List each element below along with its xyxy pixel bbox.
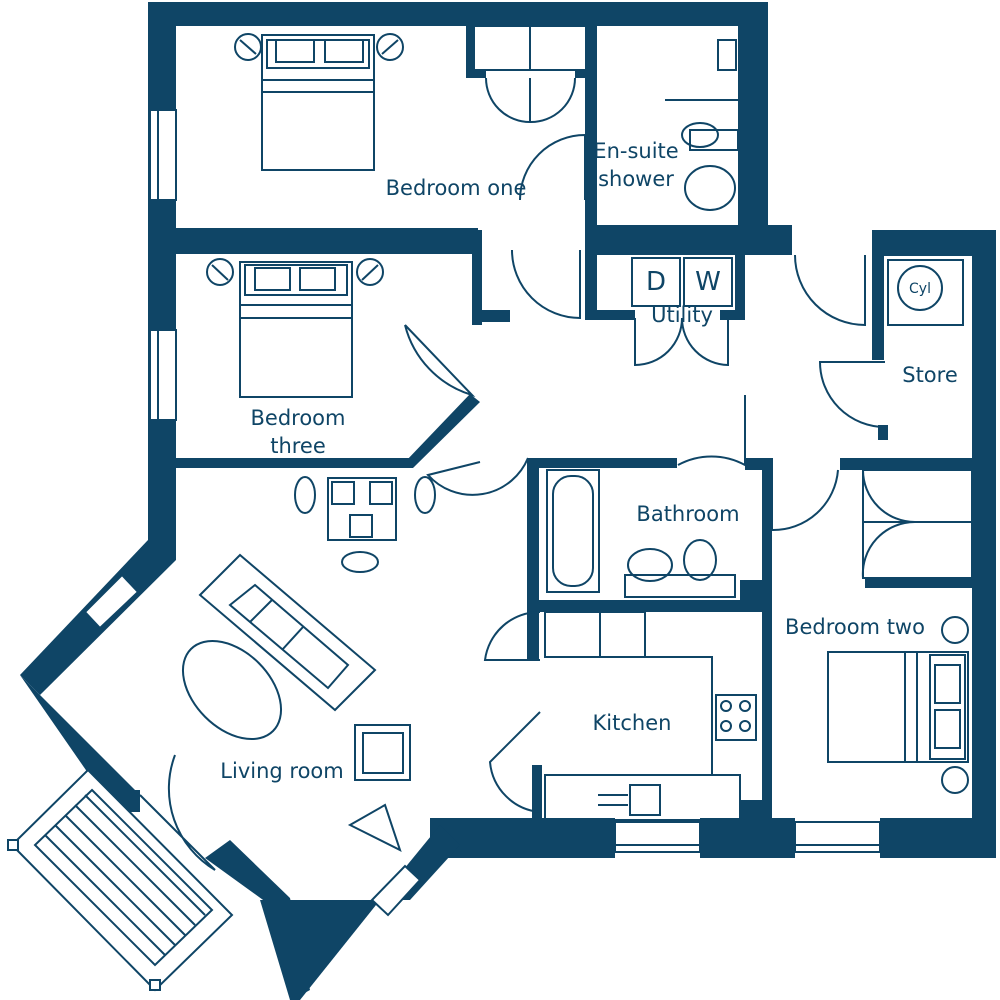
lamp-icon	[234, 33, 262, 61]
cylinder-label: Cyl	[909, 281, 931, 297]
labels: Bedroom one En-suite shower Bedroom thre…	[220, 139, 957, 783]
bed-bedroom-one	[261, 34, 375, 171]
washer-label: W	[695, 267, 721, 297]
lamp-icon	[356, 258, 384, 286]
bath	[546, 469, 600, 593]
room-label-ensuite-1: En-suite	[593, 139, 678, 163]
coffee-table	[181, 639, 283, 741]
door-hall	[794, 254, 866, 327]
door-bedroom-two	[771, 469, 839, 532]
window-living-upper	[83, 573, 140, 630]
room-label-bedroom-two: Bedroom two	[785, 615, 925, 639]
dryer-label: D	[646, 267, 666, 297]
sofa	[198, 553, 377, 712]
room-label-utility: Utility	[651, 303, 713, 327]
room-label-bathroom: Bathroom	[636, 502, 739, 526]
door-bathroom	[677, 395, 746, 467]
dining-table	[327, 477, 397, 541]
door-balcony	[139, 754, 216, 871]
lamp-icon	[376, 33, 404, 61]
room-label-bedroom-one: Bedroom one	[386, 176, 527, 200]
lamp-icon	[206, 258, 234, 286]
room-label-kitchen: Kitchen	[593, 711, 672, 735]
cylinder-icon	[897, 265, 943, 311]
door-bedroom-three	[404, 324, 476, 398]
door-kitchen-lower	[488, 711, 541, 813]
room-label-store: Store	[902, 363, 958, 387]
lamp-icon	[941, 616, 969, 644]
window-bedroom-one	[149, 109, 177, 201]
door-ensuite	[511, 249, 581, 320]
door-bedroom-one	[519, 133, 586, 201]
room-label-living-room: Living room	[220, 759, 343, 783]
dryer	[631, 257, 681, 307]
door-utility-left	[634, 317, 683, 367]
window-living-lower	[370, 864, 422, 917]
balcony	[7, 768, 234, 992]
door-kitchen-upper	[483, 610, 541, 661]
door-store	[818, 361, 886, 428]
window-bedroom-three	[149, 329, 177, 421]
window-bedroom-two	[794, 821, 881, 853]
room-label-bedroom-three-1: Bedroom	[251, 406, 346, 430]
lamp-icon	[941, 766, 969, 794]
door-living	[426, 457, 529, 496]
furniture	[181, 25, 973, 852]
doors	[139, 133, 886, 871]
windows	[83, 109, 881, 917]
window-kitchen	[614, 821, 701, 853]
door-utility-right	[681, 317, 729, 367]
washer	[683, 257, 733, 307]
armchair	[354, 724, 411, 781]
room-label-bedroom-three-2: three	[270, 434, 326, 458]
bed-bedroom-two	[827, 651, 969, 763]
bed-bedroom-three	[239, 261, 353, 398]
room-label-ensuite-2: shower	[598, 167, 674, 191]
